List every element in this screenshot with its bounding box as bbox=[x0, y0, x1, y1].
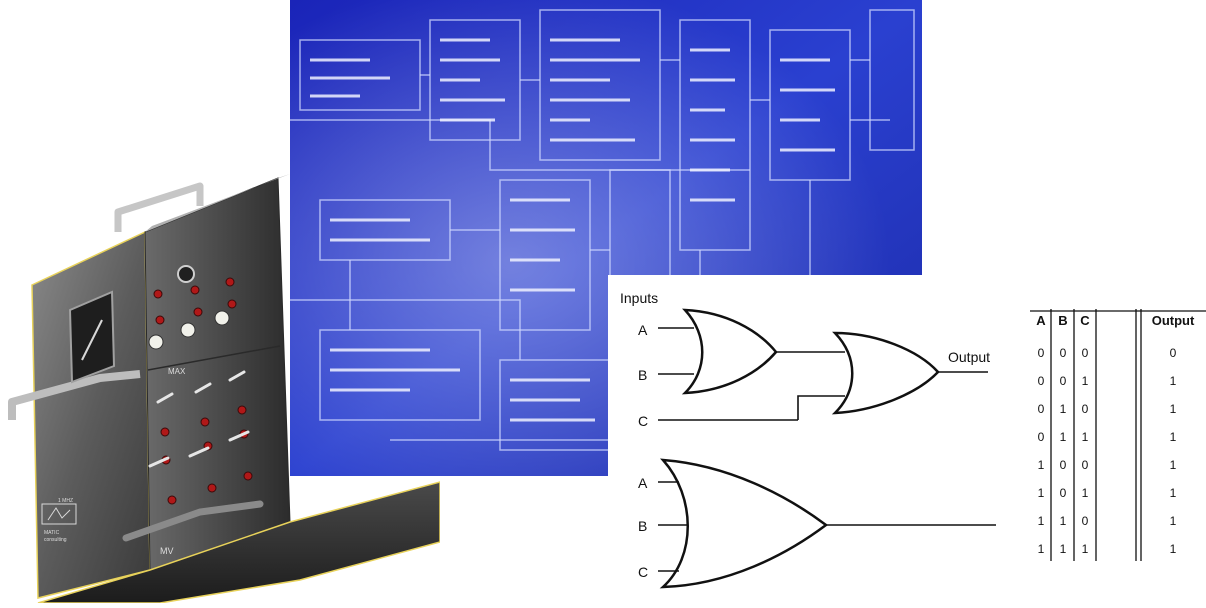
input-label-b: B bbox=[638, 518, 647, 534]
side-handle bbox=[8, 370, 141, 420]
truth-table-cell: 1 bbox=[1082, 542, 1089, 556]
truth-table-cell: 0 bbox=[1060, 374, 1067, 388]
inputs-label: Inputs bbox=[620, 290, 658, 306]
knob bbox=[214, 310, 230, 326]
electronic-device-photo: MAX MV 1 MHZ MATIC consulting bbox=[0, 170, 441, 604]
truth-table-cell: 1 bbox=[1038, 458, 1045, 472]
truth-table-header: B bbox=[1058, 313, 1067, 328]
output-label: Output bbox=[948, 349, 990, 365]
truth-table-cell: 1 bbox=[1082, 486, 1089, 500]
truth-table-cell: 0 bbox=[1038, 374, 1045, 388]
truth-table-cell: 0 bbox=[1170, 346, 1177, 360]
truth-table-cell: 1 bbox=[1082, 374, 1089, 388]
truth-table: A B C Output 0 0 0 0 0 0 1 1 0 1 0 1 0 1 bbox=[1030, 309, 1206, 561]
or-gate-combined bbox=[831, 331, 940, 415]
bottom-handle bbox=[122, 500, 264, 542]
truth-table-cell: 1 bbox=[1060, 430, 1067, 444]
truth-table-cell: 1 bbox=[1170, 458, 1177, 472]
truth-table-cell: 0 bbox=[1060, 486, 1067, 500]
toggle-switches bbox=[148, 370, 250, 468]
device-left-panel bbox=[31, 230, 151, 599]
truth-table-cell: 0 bbox=[1038, 346, 1045, 360]
input-label-a: A bbox=[638, 475, 648, 491]
or-gate-ab bbox=[681, 308, 778, 395]
svg-text:consulting: consulting bbox=[44, 537, 67, 543]
circuit-wires bbox=[658, 327, 996, 572]
truth-table-cell: 0 bbox=[1082, 514, 1089, 528]
truth-table-header: C bbox=[1080, 313, 1090, 328]
truth-table-cell: 1 bbox=[1060, 542, 1067, 556]
truth-table-cell: 0 bbox=[1082, 346, 1089, 360]
panel-label-max: MAX bbox=[168, 367, 186, 376]
truth-table-cell: 1 bbox=[1170, 486, 1177, 500]
truth-table-cell: 0 bbox=[1082, 458, 1089, 472]
input-label-b: B bbox=[638, 367, 647, 383]
meter-window bbox=[68, 290, 116, 384]
knob bbox=[180, 322, 196, 338]
truth-table-cell: 1 bbox=[1170, 514, 1177, 528]
knob bbox=[148, 334, 164, 350]
truth-table-header: A bbox=[1036, 313, 1046, 328]
svg-text:MATIC: MATIC bbox=[44, 530, 60, 536]
knob bbox=[177, 265, 195, 283]
truth-table-cell: 1 bbox=[1170, 374, 1177, 388]
truth-table-cell: 0 bbox=[1060, 458, 1067, 472]
truth-table-cell: 1 bbox=[1038, 486, 1045, 500]
truth-table-cell: 0 bbox=[1082, 402, 1089, 416]
panel-label-mv: MV bbox=[160, 546, 174, 556]
input-label-a: A bbox=[638, 322, 648, 338]
truth-table-cell: 1 bbox=[1060, 514, 1067, 528]
or-gate-abc bbox=[659, 458, 829, 589]
truth-table-cell: 1 bbox=[1038, 542, 1045, 556]
indicator-lights bbox=[153, 277, 253, 505]
truth-table-cell: 1 bbox=[1170, 402, 1177, 416]
svg-text:1 MHZ: 1 MHZ bbox=[58, 498, 73, 504]
input-label-c: C bbox=[638, 413, 648, 429]
truth-table-cell: 0 bbox=[1060, 346, 1067, 360]
truth-table-cell: 1 bbox=[1170, 542, 1177, 556]
truth-table-cell: 1 bbox=[1170, 430, 1177, 444]
truth-table-cell: 0 bbox=[1038, 430, 1045, 444]
top-handle bbox=[114, 182, 204, 232]
truth-table-cell: 1 bbox=[1038, 514, 1045, 528]
truth-table-cell: 0 bbox=[1038, 402, 1045, 416]
truth-table-cell: 1 bbox=[1082, 430, 1089, 444]
schematic-text-rows bbox=[310, 38, 835, 422]
input-label-c: C bbox=[638, 564, 648, 580]
device-badge: 1 MHZ MATIC consulting bbox=[41, 498, 77, 543]
truth-table-cell: 1 bbox=[1060, 402, 1067, 416]
or-gate-diagram-panel: Inputs A B C Output A B C A B C Output bbox=[608, 275, 1206, 603]
truth-table-header: Output bbox=[1152, 313, 1195, 328]
